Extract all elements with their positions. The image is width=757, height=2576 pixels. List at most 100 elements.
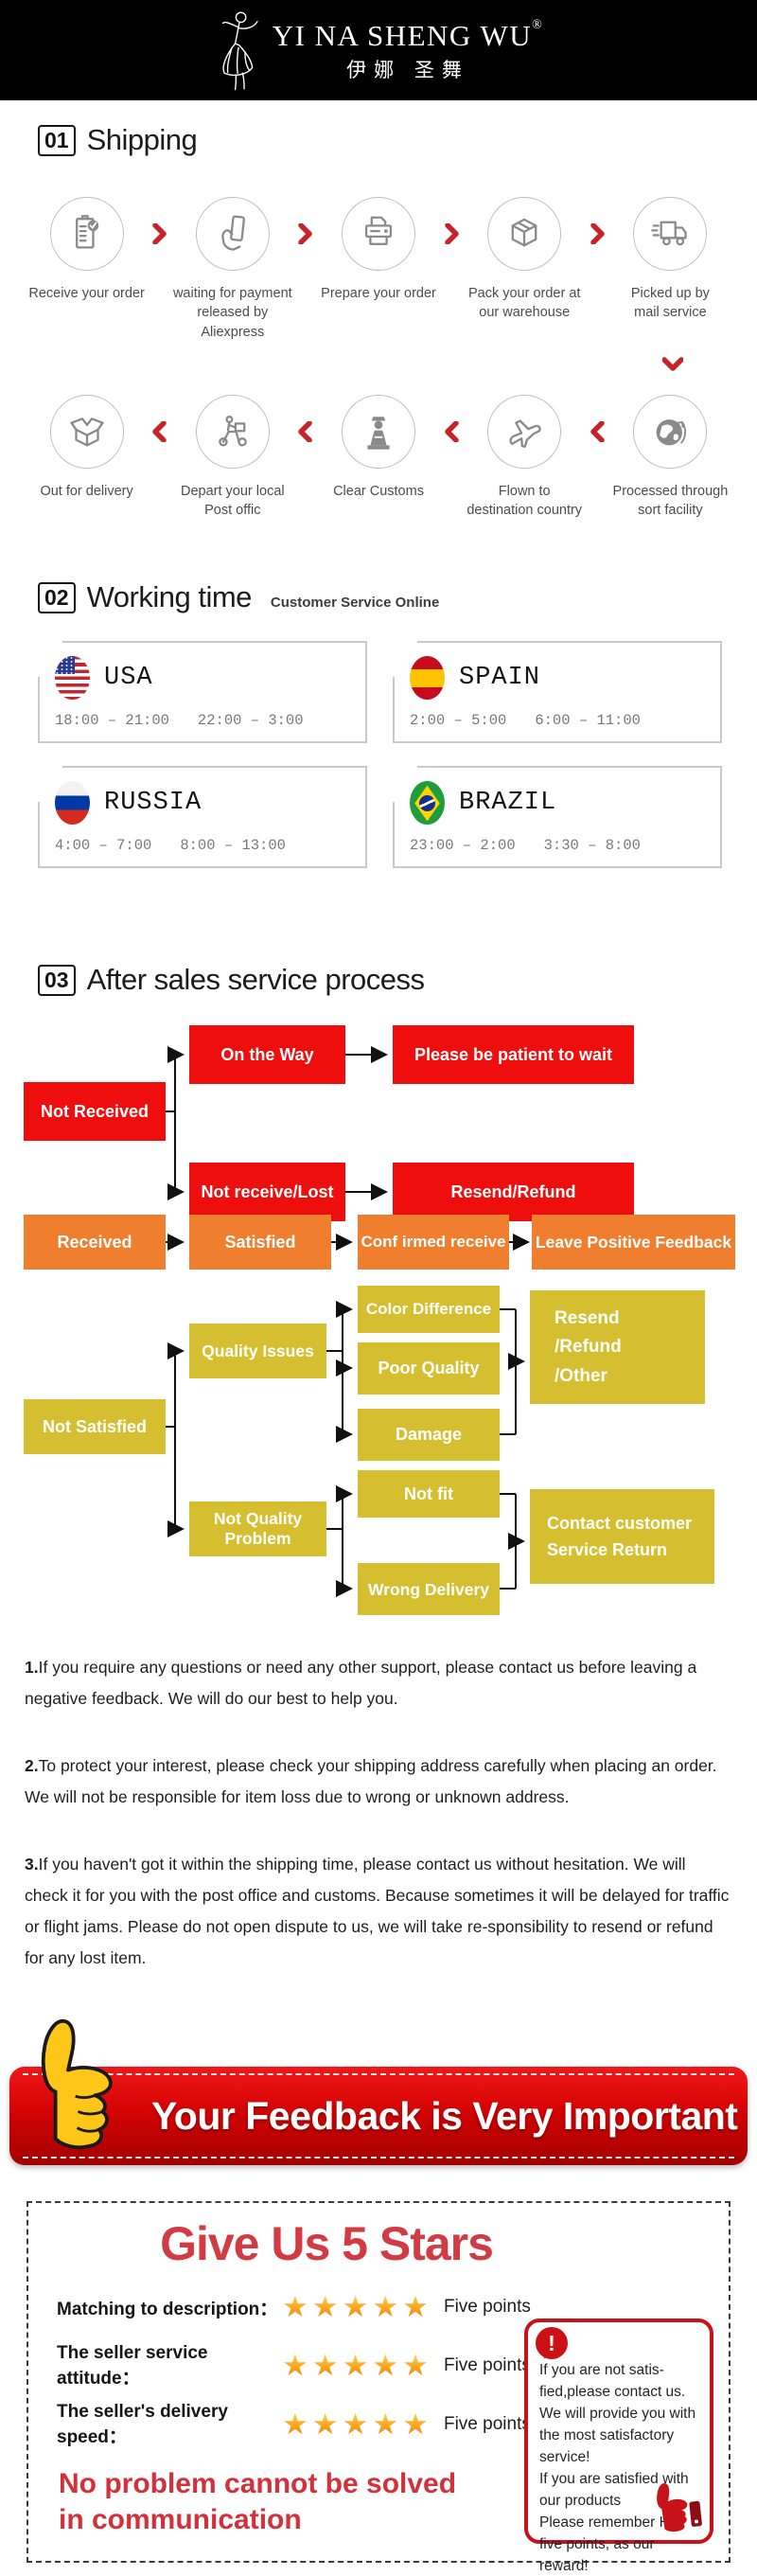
step-label: Pack your order at our warehouse bbox=[467, 286, 581, 321]
five-stars-panel: Give Us 5 Stars Matching to description：… bbox=[26, 2201, 731, 2574]
five-stars-icons: ★★★★★ bbox=[282, 2407, 432, 2442]
country-name: SPAIN bbox=[459, 664, 541, 693]
shipping-steps-row-1: Receive your order waiting for payment r… bbox=[0, 197, 757, 342]
country-name: USA bbox=[104, 664, 153, 693]
section-title-text: Working time bbox=[86, 580, 253, 614]
flow-box-quality-issues: Quality Issues bbox=[189, 1324, 326, 1379]
brazil-flag-icon bbox=[410, 781, 445, 826]
working-time-section-title: 02 Working time Customer Service Online bbox=[38, 580, 757, 614]
flowchart-connectors bbox=[166, 1046, 530, 1598]
payment-hand-icon bbox=[221, 215, 245, 251]
rating-row-delivery: The seller's delivery speed： ★★★★★ Five … bbox=[57, 2402, 713, 2447]
flow-turn-indicator bbox=[0, 357, 757, 382]
shipping-step: Depart your local Post offic bbox=[167, 394, 298, 521]
arrow-left-icon bbox=[152, 420, 167, 442]
step-label: Prepare your order bbox=[321, 286, 436, 301]
arrow-left-icon bbox=[444, 420, 459, 442]
rating-label: The seller's delivery speed： bbox=[57, 2401, 228, 2447]
customs-officer-icon bbox=[367, 417, 390, 450]
rating-points: Five points bbox=[443, 2297, 531, 2318]
hours-range: 3:30 – 8:00 bbox=[543, 837, 641, 855]
satisfaction-notice-text: If you are not satis- fied,please contac… bbox=[539, 2362, 696, 2574]
shipping-steps-row-2: Out for delivery Depart your local Post … bbox=[0, 394, 757, 521]
order-clipboard-icon bbox=[75, 215, 98, 249]
flow-box-please-wait: Please be patient to wait bbox=[393, 1025, 634, 1085]
note-2: 2.To protect your interest, please check… bbox=[25, 1750, 732, 1813]
arrow-left-icon bbox=[298, 420, 313, 442]
flow-box-received: Received bbox=[24, 1215, 166, 1270]
hours-range: 18:00 – 21:00 bbox=[55, 712, 169, 730]
flow-box-contact-customer: Contact customer Service Return bbox=[530, 1489, 714, 1585]
rating-row-service: The seller service attitude： ★★★★★ Five … bbox=[57, 2343, 713, 2389]
flow-box-not-fit: Not fit bbox=[358, 1470, 500, 1519]
flow-box-wrong-delivery: Wrong Delivery bbox=[358, 1563, 500, 1616]
spain-flag-icon bbox=[410, 656, 445, 701]
rating-row-description: Matching to description： ★★★★★ Five poin… bbox=[57, 2284, 713, 2330]
shipping-step: Out for delivery bbox=[21, 394, 152, 521]
registered-mark: ® bbox=[532, 17, 544, 32]
flow-box-not-receive-lost: Not receive/Lost bbox=[189, 1163, 345, 1222]
step-label: Flown to destination country bbox=[467, 483, 583, 519]
flow-box-satisfied: Satisfied bbox=[189, 1215, 331, 1270]
communication-slogan: No problem cannot be solved in communica… bbox=[59, 2468, 457, 2535]
note-3: 3.If you haven't got it within the shipp… bbox=[25, 1849, 732, 1974]
globe-icon bbox=[657, 418, 687, 446]
after-sales-flowchart: On the Way Please be patient to wait Not… bbox=[0, 1016, 757, 1622]
brand-header: YI NA SHENG WU® 伊娜 圣舞 bbox=[0, 0, 757, 100]
note-text: To protect your interest, please check y… bbox=[25, 1756, 717, 1807]
section-title-text: Shipping bbox=[86, 123, 198, 156]
shipping-step: Flown to destination country bbox=[459, 394, 590, 521]
section-number-badge: 01 bbox=[38, 124, 76, 156]
shipping-section-title: 01 Shipping bbox=[38, 123, 757, 157]
step-label: Picked up by mail service bbox=[630, 286, 710, 321]
open-box-icon bbox=[69, 417, 104, 447]
step-label: Depart your local Post offic bbox=[181, 483, 285, 519]
note-number: 2. bbox=[25, 1756, 39, 1776]
five-stars-icons: ★★★★★ bbox=[282, 2349, 432, 2383]
flow-box-confirmed-receive: Conf irmed receive bbox=[358, 1215, 509, 1270]
hours-range: 23:00 – 2:00 bbox=[410, 837, 516, 855]
policy-notes: 1.If you require any questions or need a… bbox=[25, 1652, 732, 1974]
airplane-icon bbox=[509, 419, 541, 448]
red-thumbs-up-icon bbox=[657, 2483, 702, 2532]
section-number-badge: 02 bbox=[38, 581, 76, 613]
five-stars-icons: ★★★★★ bbox=[282, 2290, 432, 2324]
satisfaction-notice-box: ! If you are not satis- fied,please cont… bbox=[524, 2318, 713, 2574]
hours-range: 22:00 – 3:00 bbox=[197, 712, 304, 730]
arrow-left-icon bbox=[590, 420, 605, 442]
section-number-badge: 03 bbox=[38, 964, 76, 996]
delivery-truck-icon bbox=[651, 221, 688, 246]
note-1: 1.If you require any questions or need a… bbox=[25, 1652, 732, 1714]
flow-box-damage: Damage bbox=[358, 1409, 500, 1462]
step-label: Processed through sort facility bbox=[612, 483, 729, 519]
thumbs-up-icon bbox=[41, 2019, 113, 2150]
step-label: Clear Customs bbox=[333, 483, 424, 499]
step-label: waiting for payment released by Aliexpre… bbox=[172, 286, 292, 340]
step-label: Out for delivery bbox=[40, 483, 133, 499]
feedback-banner-text: Your Feedback is Very Important bbox=[151, 2093, 738, 2138]
working-time-grid: USA 18:00 – 21:00 22:00 – 3:00 SPAIN 2:00… bbox=[0, 641, 757, 869]
arrow-right-icon bbox=[444, 223, 459, 244]
brand-name-chinese: 伊娜 圣舞 bbox=[346, 59, 469, 81]
arrow-down-icon bbox=[662, 357, 683, 371]
feedback-banner-ribbon: Your Feedback is Very Important bbox=[9, 2067, 748, 2166]
rating-label: Matching to description： bbox=[57, 2299, 278, 2319]
shipping-step: Clear Customs bbox=[312, 394, 444, 521]
rating-label: The seller service attitude： bbox=[57, 2342, 208, 2389]
flow-box-on-the-way: On the Way bbox=[189, 1025, 345, 1085]
arrow-right-icon bbox=[590, 223, 605, 244]
flow-box-resend-refund: Resend/Refund bbox=[393, 1163, 634, 1222]
feedback-banner: Your Feedback is Very Important bbox=[0, 2010, 757, 2173]
shipping-step: Prepare your order bbox=[312, 197, 444, 342]
exclamation-icon: ! bbox=[536, 2327, 568, 2360]
note-number: 1. bbox=[25, 1658, 39, 1678]
hours-range: 6:00 – 11:00 bbox=[535, 712, 641, 730]
note-text: If you require any questions or need any… bbox=[25, 1658, 697, 1709]
usa-flag-icon bbox=[55, 656, 90, 701]
section-subtitle: Customer Service Online bbox=[270, 594, 440, 611]
note-number: 3. bbox=[25, 1855, 39, 1874]
